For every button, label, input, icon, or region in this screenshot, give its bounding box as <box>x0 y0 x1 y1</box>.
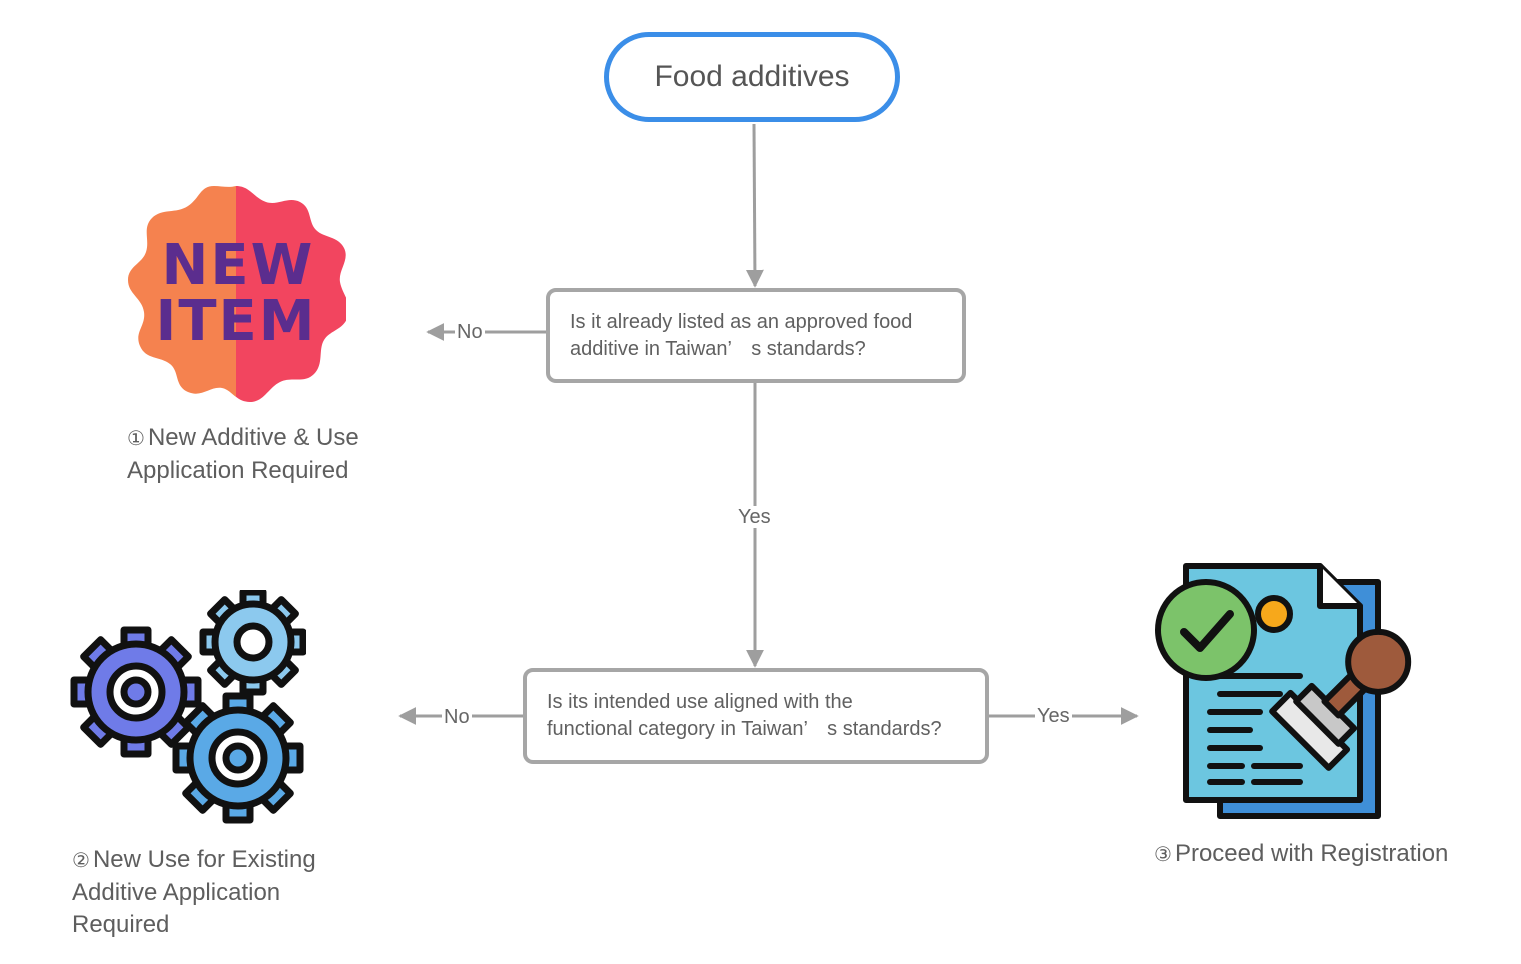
outcome-proceed-registration-line1: Proceed with Registration <box>1174 840 1449 867</box>
decision-approved-listing: Is it already listed as an approved food… <box>546 288 966 383</box>
outcome-new-additive-line1: New Additive & Use <box>147 424 359 451</box>
badge-text-new: NEW <box>162 233 315 298</box>
decision-functional-category: Is its intended use aligned with the fun… <box>523 668 989 764</box>
start-node: Food additives <box>604 32 900 122</box>
outcome-new-use-line2: Additive Application <box>72 879 281 906</box>
approved-document-stamp-icon <box>1155 563 1412 819</box>
badge-text-item: ITEM <box>155 289 316 354</box>
new-item-badge-icon: NEW ITEM <box>128 186 346 402</box>
decision-approved-listing-line2: additive in Taiwan’ s standards? <box>570 337 866 360</box>
decision-functional-category-line1: Is its intended use aligned with the <box>547 691 853 713</box>
decision-approved-listing-line1: Is it already listed as an approved food <box>570 310 913 333</box>
outcome-new-use-line3: Required <box>72 911 170 938</box>
start-node-label: Food additives <box>654 60 850 93</box>
outcome-new-additive-number: ① <box>127 428 145 450</box>
edge-label-d1-yes: Yes <box>736 506 773 528</box>
edge-label-d2-no: No <box>442 706 472 728</box>
outcome-new-additive-line2: Application Required <box>127 457 349 484</box>
outcome-proceed-registration-number: ③ <box>1154 844 1172 866</box>
outcome-new-use-number: ② <box>72 850 90 872</box>
connector-start-to-d1 <box>745 123 764 288</box>
decision-functional-category-line2: functional category in Taiwan’ s standar… <box>547 718 942 740</box>
gears-icon <box>70 590 306 824</box>
edge-label-d2-yes: Yes <box>1035 705 1072 727</box>
outcome-new-use-line1: New Use for Existing <box>92 846 316 873</box>
edge-label-d1-no: No <box>455 321 485 343</box>
